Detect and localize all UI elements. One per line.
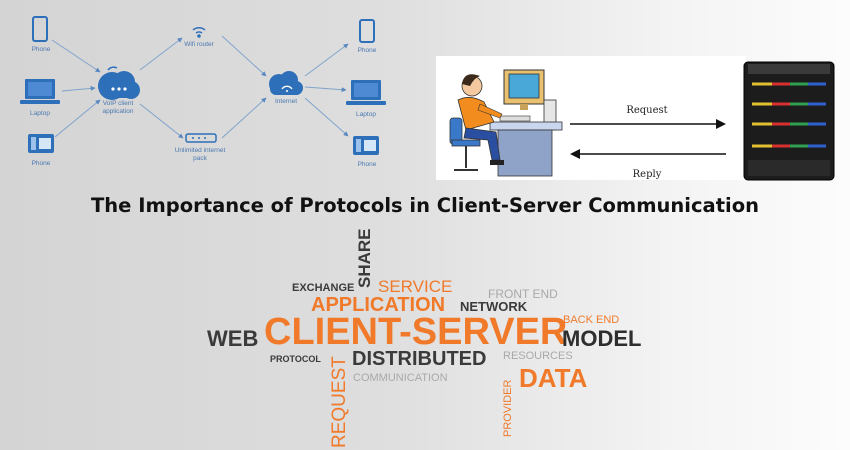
node-label: Phone [32, 46, 51, 53]
word-application: APPLICATION [311, 294, 446, 316]
internet-cloud-icon [269, 71, 303, 95]
node-label: Phone [358, 47, 377, 54]
client-server-illustration: Request Reply [449, 61, 835, 181]
word-model: MODEL [562, 326, 642, 351]
network-diagram: Phone Laptop Phone Wifi router Internet … [20, 16, 386, 168]
node-label: Laptop [30, 110, 50, 117]
phone-icon [359, 19, 375, 43]
node-label: VoIP client application [102, 100, 134, 115]
word-data: DATA [519, 363, 588, 393]
word-back-end: BACK END [563, 314, 620, 326]
node-label: Internet [275, 98, 297, 105]
word-front-end: FRONT END [488, 287, 558, 301]
request-label: Request [626, 105, 667, 116]
word-exchange: EXCHANGE [292, 282, 355, 294]
internet-pack-icon [185, 133, 217, 143]
server-icon [743, 61, 835, 181]
page-title: The Importance of Protocols in Client-Se… [91, 194, 759, 217]
word-network: NETWORK [460, 299, 528, 314]
node-label: Phone [32, 160, 51, 167]
word-web: WEB [207, 326, 259, 351]
voip-cloud-icon [98, 66, 140, 100]
node-label: Unlimited internet pack [174, 147, 226, 162]
word-resources: RESOURCES [503, 350, 573, 362]
reply-label: Reply [633, 169, 662, 180]
word-provider: PROVIDER [502, 379, 514, 437]
request-arrow [570, 119, 726, 129]
word-request: REQUEST [329, 356, 350, 448]
computer-user-icon [449, 69, 563, 177]
word-protocol: PROTOCOL [270, 354, 321, 364]
laptop-icon [20, 79, 60, 104]
node-label: Laptop [356, 111, 376, 118]
word-client-server: CLIENT-SERVER [264, 311, 568, 353]
desk-phone-icon [353, 136, 379, 155]
reply-arrow [570, 149, 726, 159]
laptop-icon [346, 80, 386, 105]
node-label: Phone [358, 161, 377, 168]
word-service: SERVICE [378, 277, 453, 296]
desk-phone-icon [28, 134, 54, 153]
wifi-icon [192, 26, 206, 38]
phone-icon [32, 16, 48, 42]
node-label: Wifi router [184, 41, 214, 48]
word-communication: COMMUNICATION [353, 372, 448, 384]
word-distributed: DISTRIBUTED [352, 348, 487, 370]
word-share: SHARE [355, 228, 374, 288]
